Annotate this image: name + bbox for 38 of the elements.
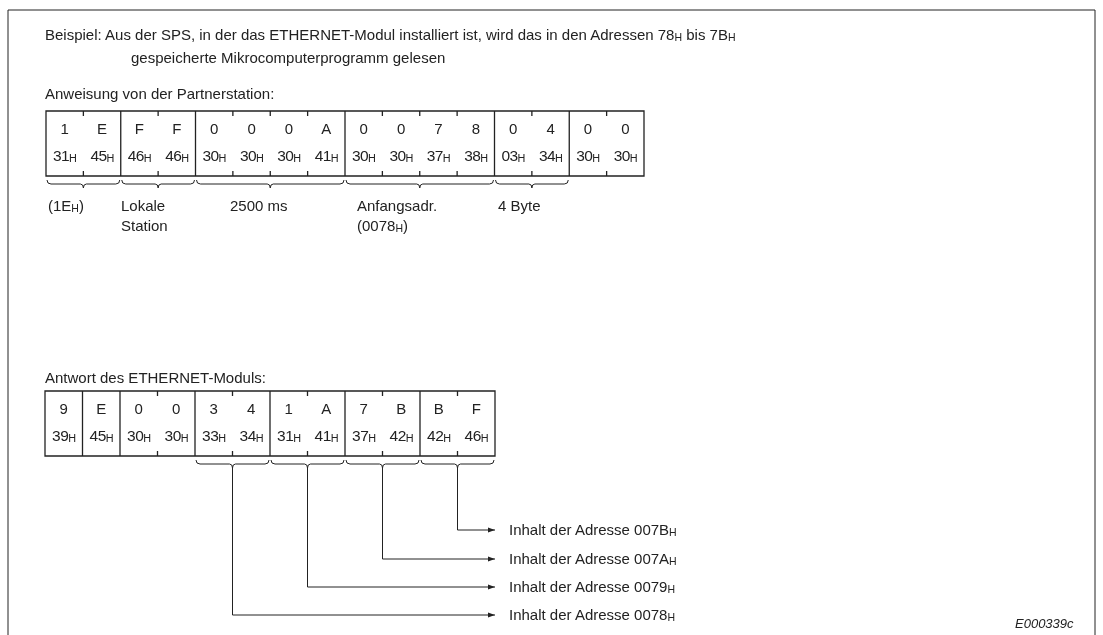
table-cell-text: B — [432, 399, 445, 419]
table-cell-text: 0 — [283, 119, 295, 139]
table-cell-text: 1 — [283, 399, 294, 419]
table-cell-text: 1 — [59, 119, 70, 139]
table-cell-text: E — [96, 119, 109, 139]
table-cell-text: 0 — [582, 119, 594, 139]
table-cell-text: F — [133, 119, 145, 139]
table-cell-text: 0 — [620, 119, 631, 139]
leader-line — [382, 467, 496, 562]
table-cell-text: 0 — [209, 119, 220, 139]
section-heading: Anweisung von der Partnerstation: — [45, 84, 275, 104]
table-cell-text: 0 — [133, 399, 144, 419]
field-label: 2500 ms — [230, 196, 289, 216]
table-cell-text: A — [320, 119, 333, 139]
table-cell-text: B — [395, 399, 408, 419]
leader-line — [457, 467, 496, 533]
table-cell-text: 0 — [246, 119, 257, 139]
table-cell-text: F — [171, 119, 183, 139]
table-cell-text: 0 — [395, 119, 407, 139]
table-cell-text: 8 — [470, 119, 481, 139]
table-cell-text: E — [95, 399, 108, 419]
field-label: 4 Byte — [498, 196, 542, 216]
table-cell-text: 4 — [246, 399, 257, 419]
table-cell-text: 0 — [358, 119, 369, 139]
leader-line — [232, 467, 496, 618]
section-heading: Antwort des ETHERNET-Moduls: — [45, 368, 266, 388]
field-label: Lokale Station — [121, 196, 169, 236]
table-cell-text: F — [470, 399, 482, 419]
table-cell-text: 4 — [545, 119, 556, 139]
table-cell-text: 7 — [433, 119, 444, 139]
table-cell-text: 9 — [58, 399, 69, 419]
table-cell-text: 7 — [358, 399, 369, 419]
table-cell-text: 0 — [171, 399, 182, 419]
figure-code: E000339c — [1015, 616, 1074, 633]
table-cell-text: 3 — [208, 399, 219, 419]
table-cell-text: 0 — [508, 119, 519, 139]
leader-line — [307, 467, 496, 590]
table-cell-text: A — [320, 399, 333, 419]
